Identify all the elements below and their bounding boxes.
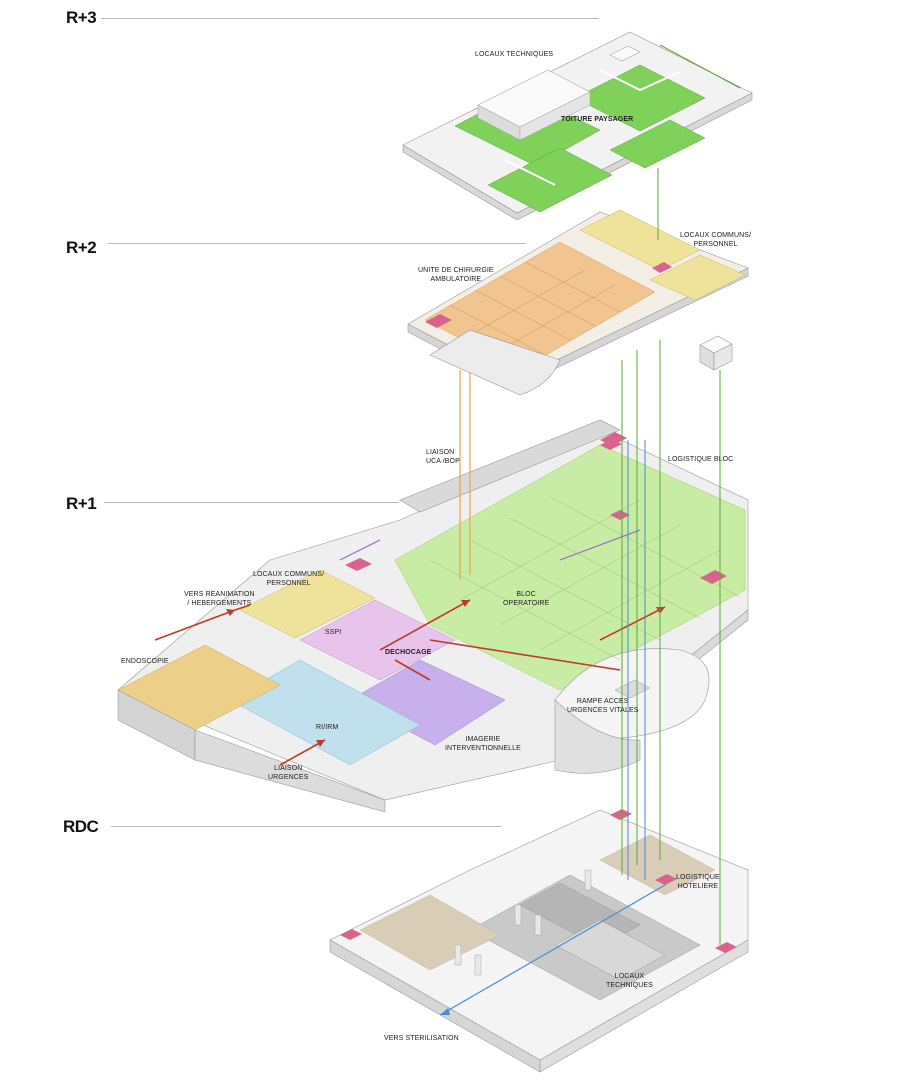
label-bloc-operatoire: BLOC OPERATOIRE [503, 591, 550, 607]
green-roof-patch [574, 64, 706, 132]
green-roof-patch [487, 147, 613, 213]
sspi-zone [299, 599, 456, 681]
level-title-r3: R+3 [66, 8, 97, 27]
label-endoscopie: ENDOSCOPIE [121, 658, 169, 665]
level-rule-r1 [104, 502, 399, 503]
label-locaux-techniques-r3: LOCAUX TECHNIQUES [475, 51, 554, 58]
label-toiture-paysager: TOITURE PAYSAGER [561, 116, 634, 123]
green-roof-patch [609, 119, 706, 169]
label-rampe-acces: RAMPE ACCES URGENCES VITALES [567, 698, 639, 714]
rampe-acces-volume [554, 648, 710, 774]
label-locaux-communs-r1: LOCAUX COMMUNS/ PERSONNEL [253, 571, 325, 587]
level-rule-r3 [101, 18, 599, 19]
circulation-arrows [154, 599, 666, 766]
label-unite-chirurgie: UNITE DE CHIRURGIE AMBULATOIRE [418, 267, 494, 283]
label-locaux-techniques-rdc: LOCAUX TECHNIQUES [606, 973, 653, 989]
label-dechocage: DECHOCAGE [385, 649, 432, 656]
locaux-communs-r1-zone [239, 569, 376, 639]
floor-level-r2 [407, 209, 749, 396]
locaux-communs-zone [579, 209, 701, 271]
label-vers-reanimation: VERS REANIMATION / HEBERGEMENTS [184, 591, 255, 607]
level-rule-rdc [111, 826, 501, 827]
level-title-r1: R+1 [66, 494, 97, 513]
label-liaison-uca: LIAISON UCA /BOP [426, 449, 460, 465]
label-logistique-bloc: LOGISTIQUE BLOC [668, 456, 734, 463]
floor-level-rdc [329, 809, 749, 1073]
vertical-links [459, 168, 721, 945]
label-vers-sterilisation: VERS STERILISATION [384, 1035, 459, 1042]
label-imagerie: IMAGERIE INTERVENTIONNELLE [445, 736, 521, 752]
label-sspi: SSPI [325, 629, 342, 636]
roof-level-r3 [402, 31, 753, 221]
label-liaison-urgences: LIAISON URGENCES [268, 765, 309, 781]
level-title-r2: R+2 [66, 238, 97, 257]
label-locaux-communs-r2: LOCAUX COMMUNS/ PERSONNEL [680, 232, 752, 248]
floor-level-r1 [117, 419, 749, 813]
level-title-rdc: RDC [63, 817, 99, 836]
label-ri-irm: RI/IRM [316, 724, 339, 731]
label-logistique-hoteliere: LOGISTIQUE HOTELIERE [676, 874, 720, 890]
level-rule-r2 [108, 243, 526, 244]
